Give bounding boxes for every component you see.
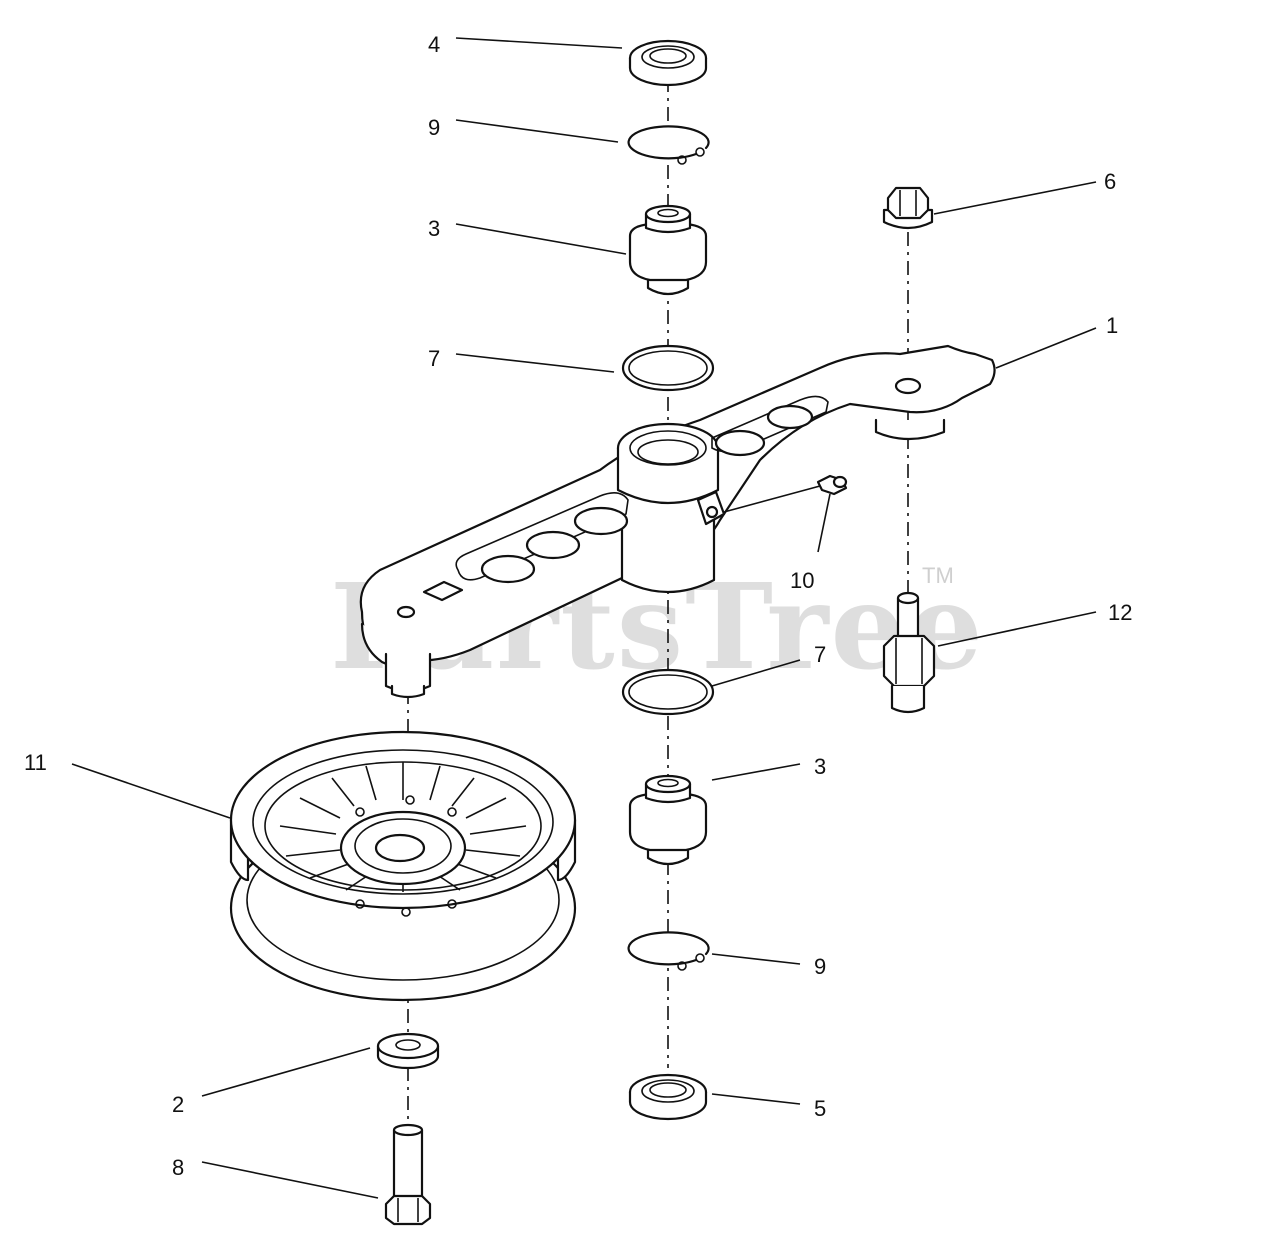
callout-6: 6: [1104, 169, 1116, 194]
callout-5: 5: [814, 1096, 826, 1121]
callout-12: 12: [1108, 600, 1132, 625]
pivot-stud-icon: [882, 591, 936, 714]
callout-8: 8: [172, 1155, 184, 1180]
washer-icon: [376, 1032, 440, 1070]
callout-3-bottom: 3: [814, 754, 826, 779]
seal-icon: [628, 1073, 708, 1121]
watermark-trademark: TM: [922, 563, 954, 588]
callout-2: 2: [172, 1092, 184, 1117]
seal-icon: [628, 39, 708, 87]
o-ring-icon: [621, 344, 715, 392]
idler-arm-icon: [359, 344, 996, 699]
grease-fitting-icon: [816, 474, 848, 496]
retaining-ring-icon: [627, 125, 710, 165]
bearing-icon: [628, 774, 708, 866]
bolt-icon: [384, 1123, 432, 1226]
leader-lines: [71, 37, 1097, 1199]
callout-1: 1: [1106, 313, 1118, 338]
callout-9-top: 9: [428, 115, 440, 140]
o-ring-icon: [621, 668, 715, 716]
callout-10: 10: [790, 568, 814, 593]
retaining-ring-icon: [627, 931, 710, 971]
callout-7-bottom: 7: [814, 642, 826, 667]
bearing-icon: [628, 204, 708, 296]
callout-4: 4: [428, 32, 440, 57]
callout-11: 11: [24, 750, 47, 775]
callout-9-bottom: 9: [814, 954, 826, 979]
callout-7-top: 7: [428, 346, 440, 371]
nut-icon: [882, 186, 934, 230]
pulley-icon: [229, 730, 577, 1002]
callout-3-top: 3: [428, 216, 440, 241]
callouts: 4 9 3 7 6 1 10 12 7 11 3 9 5 2 8: [24, 32, 1132, 1180]
